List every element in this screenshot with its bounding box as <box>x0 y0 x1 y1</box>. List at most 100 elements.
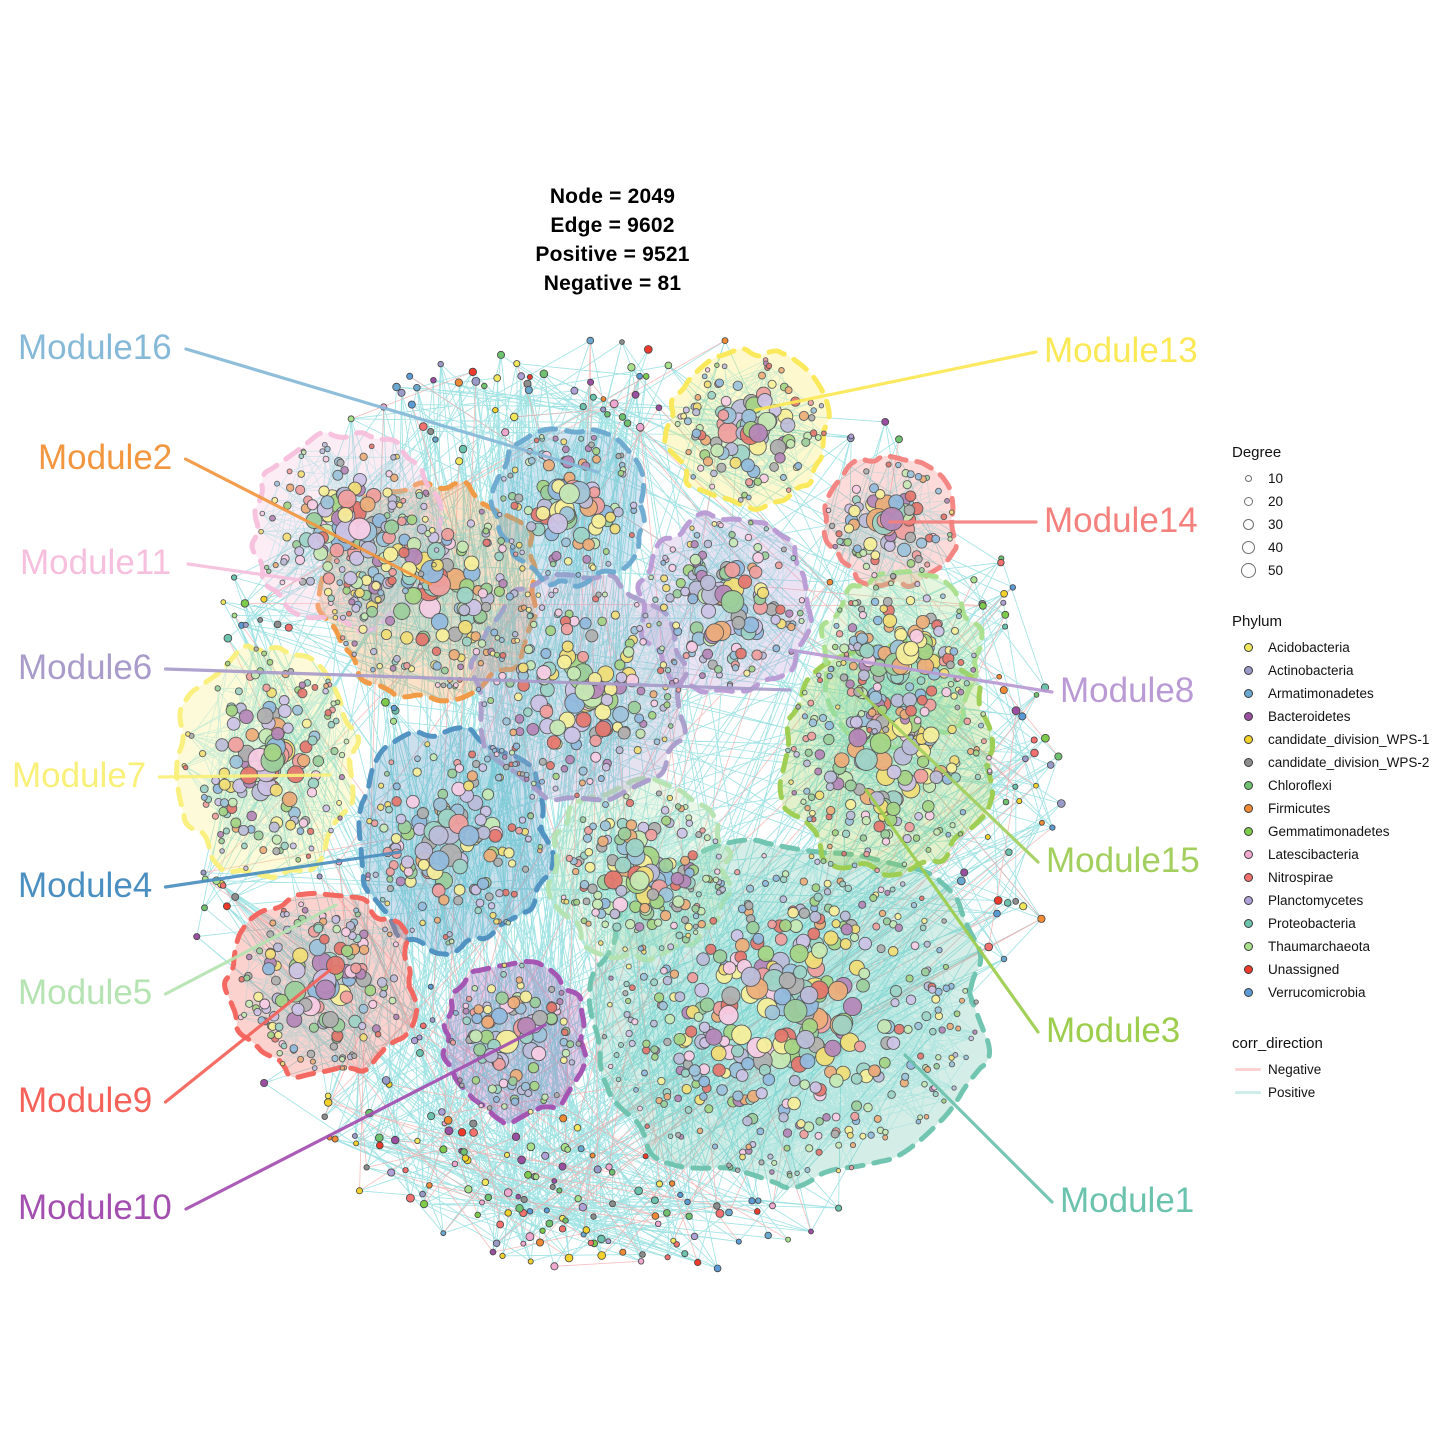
graph-node[interactable] <box>848 661 858 671</box>
graph-node[interactable] <box>225 704 238 717</box>
graph-node[interactable] <box>240 599 250 608</box>
graph-node[interactable] <box>535 506 551 521</box>
graph-node[interactable] <box>321 1011 339 1029</box>
graph-node[interactable] <box>246 810 257 822</box>
graph-node[interactable] <box>636 423 645 432</box>
graph-node[interactable] <box>298 901 304 908</box>
graph-node[interactable] <box>699 672 706 679</box>
graph-node[interactable] <box>695 891 702 898</box>
graph-node[interactable] <box>869 732 892 754</box>
graph-node[interactable] <box>305 853 312 859</box>
graph-node[interactable] <box>553 1092 560 1099</box>
graph-node[interactable] <box>722 961 737 975</box>
graph-node[interactable] <box>707 390 717 400</box>
graph-node[interactable] <box>422 489 429 496</box>
graph-node[interactable] <box>336 799 343 806</box>
graph-node[interactable] <box>921 917 928 925</box>
graph-node[interactable] <box>870 597 880 607</box>
graph-node[interactable] <box>684 1198 691 1206</box>
graph-node[interactable] <box>785 487 792 493</box>
graph-node[interactable] <box>846 1131 854 1139</box>
graph-node[interactable] <box>693 531 701 539</box>
graph-node[interactable] <box>507 859 517 868</box>
graph-node[interactable] <box>384 770 390 777</box>
graph-node[interactable] <box>873 1114 882 1123</box>
graph-node[interactable] <box>758 1159 765 1166</box>
graph-node[interactable] <box>667 1133 674 1139</box>
graph-node[interactable] <box>400 497 407 504</box>
graph-node[interactable] <box>655 790 662 797</box>
graph-node[interactable] <box>245 953 253 961</box>
graph-node[interactable] <box>637 1258 645 1265</box>
graph-node[interactable] <box>671 659 678 666</box>
graph-node[interactable] <box>681 1083 692 1095</box>
graph-node[interactable] <box>1039 819 1045 826</box>
graph-node[interactable] <box>297 470 305 478</box>
graph-node[interactable] <box>546 735 562 750</box>
graph-node[interactable] <box>643 345 653 354</box>
graph-node[interactable] <box>859 549 868 557</box>
graph-node[interactable] <box>457 1077 463 1083</box>
graph-node[interactable] <box>799 1129 809 1139</box>
graph-node[interactable] <box>589 564 597 572</box>
graph-node[interactable] <box>473 1004 484 1015</box>
graph-node[interactable] <box>262 683 271 692</box>
graph-node[interactable] <box>769 1202 776 1210</box>
graph-node[interactable] <box>298 681 307 689</box>
graph-node[interactable] <box>513 551 519 557</box>
graph-node[interactable] <box>809 910 822 923</box>
graph-node[interactable] <box>379 989 388 998</box>
graph-node[interactable] <box>379 823 389 833</box>
graph-node[interactable] <box>549 560 557 568</box>
graph-node[interactable] <box>668 723 674 729</box>
graph-node[interactable] <box>301 718 312 729</box>
graph-node[interactable] <box>717 409 730 421</box>
graph-node[interactable] <box>924 810 935 821</box>
graph-node[interactable] <box>497 511 503 518</box>
graph-node[interactable] <box>550 1262 559 1271</box>
graph-node[interactable] <box>286 483 295 492</box>
graph-node[interactable] <box>752 932 765 945</box>
graph-node[interactable] <box>471 985 479 992</box>
graph-node[interactable] <box>471 376 481 386</box>
graph-node[interactable] <box>984 834 991 840</box>
graph-node[interactable] <box>848 433 855 440</box>
graph-node[interactable] <box>277 704 292 718</box>
graph-node[interactable] <box>831 829 839 837</box>
graph-node[interactable] <box>545 761 555 770</box>
graph-node[interactable] <box>922 800 935 813</box>
graph-node[interactable] <box>439 1145 448 1154</box>
graph-node[interactable] <box>875 489 886 500</box>
graph-node[interactable] <box>508 538 515 544</box>
graph-node[interactable] <box>403 866 414 877</box>
graph-node[interactable] <box>1000 589 1008 598</box>
graph-node[interactable] <box>351 640 358 647</box>
graph-node[interactable] <box>374 596 382 604</box>
graph-node[interactable] <box>919 567 925 573</box>
graph-node[interactable] <box>1012 898 1020 905</box>
graph-node[interactable] <box>487 697 495 705</box>
graph-node[interactable] <box>337 507 354 523</box>
graph-node[interactable] <box>720 395 732 407</box>
graph-node[interactable] <box>363 1164 370 1171</box>
graph-node[interactable] <box>382 487 393 498</box>
graph-node[interactable] <box>835 1167 842 1174</box>
graph-node[interactable] <box>633 746 642 755</box>
graph-node[interactable] <box>481 1015 495 1029</box>
graph-node[interactable] <box>415 1049 424 1057</box>
graph-node[interactable] <box>690 540 699 549</box>
graph-node[interactable] <box>887 1090 896 1099</box>
graph-node[interactable] <box>245 999 254 1008</box>
graph-node[interactable] <box>660 559 667 566</box>
graph-node[interactable] <box>794 1170 800 1177</box>
graph-node[interactable] <box>685 448 692 456</box>
graph-node[interactable] <box>987 768 993 774</box>
graph-node[interactable] <box>523 505 533 516</box>
graph-node[interactable] <box>558 483 580 505</box>
graph-node[interactable] <box>942 963 949 970</box>
graph-node[interactable] <box>919 924 927 932</box>
graph-node[interactable] <box>514 493 524 503</box>
graph-node[interactable] <box>451 1160 459 1168</box>
graph-node[interactable] <box>605 1163 613 1171</box>
graph-node[interactable] <box>882 1134 889 1141</box>
